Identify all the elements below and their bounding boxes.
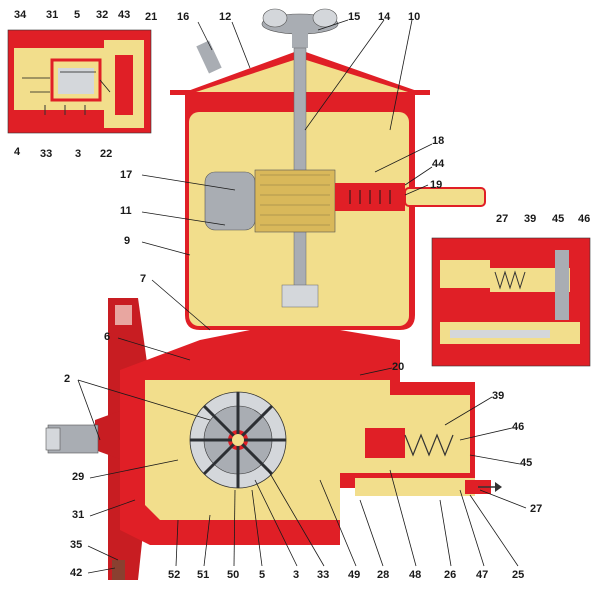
callout-26: 26 <box>444 569 456 581</box>
callout-45-inset: 45 <box>552 213 564 225</box>
inset-valve <box>431 237 591 367</box>
callout-11: 11 <box>120 205 132 217</box>
callout-49: 49 <box>348 569 360 581</box>
callout-7: 7 <box>140 273 146 285</box>
callout-33: 33 <box>40 148 52 160</box>
callout-17: 17 <box>120 169 132 181</box>
wing-nut <box>261 8 339 48</box>
callout-47: 47 <box>476 569 488 581</box>
callout-3: 3 <box>75 148 81 160</box>
callout-34: 34 <box>14 9 27 21</box>
callout-labels: 34 31 5 32 43 21 4 33 3 22 16 12 15 14 1… <box>14 9 590 581</box>
callout-16: 16 <box>177 11 189 23</box>
callout-14: 14 <box>378 11 391 23</box>
callout-5-main: 5 <box>259 569 265 581</box>
callout-44: 44 <box>432 158 445 170</box>
callout-46-inset: 46 <box>578 213 590 225</box>
callout-45: 45 <box>520 457 532 469</box>
callout-3-main: 3 <box>293 569 299 581</box>
callout-12: 12 <box>219 11 231 23</box>
callout-39-inset: 39 <box>524 213 536 225</box>
callout-19: 19 <box>430 179 442 191</box>
callout-10: 10 <box>408 11 420 23</box>
callout-15: 15 <box>348 11 360 23</box>
callout-9: 9 <box>124 235 130 247</box>
callout-35: 35 <box>70 539 82 551</box>
callout-20: 20 <box>392 361 404 373</box>
rotor <box>189 391 287 489</box>
callout-4: 4 <box>14 146 21 158</box>
callout-31-main: 31 <box>72 509 84 521</box>
callout-25: 25 <box>512 569 524 581</box>
callout-42: 42 <box>70 567 82 579</box>
callout-22: 22 <box>100 148 112 160</box>
callout-52: 52 <box>168 569 180 581</box>
callout-43: 43 <box>118 9 130 21</box>
callout-50: 50 <box>227 569 239 581</box>
callout-46: 46 <box>512 421 524 433</box>
callout-32: 32 <box>96 9 108 21</box>
callout-51: 51 <box>197 569 209 581</box>
callout-27: 27 <box>530 503 542 515</box>
callout-28: 28 <box>377 569 389 581</box>
callout-33-main: 33 <box>317 569 329 581</box>
callout-6: 6 <box>104 331 110 343</box>
callout-5: 5 <box>74 9 80 21</box>
reservoir-tank <box>170 8 486 330</box>
callout-2: 2 <box>64 373 70 385</box>
callout-48: 48 <box>409 569 421 581</box>
pump-body <box>120 330 502 545</box>
callout-18: 18 <box>432 135 444 147</box>
inset-top-left <box>7 29 152 134</box>
callout-27-inset: 27 <box>496 213 508 225</box>
filter-element <box>204 169 336 233</box>
callout-31: 31 <box>46 9 58 21</box>
callout-39: 39 <box>492 390 504 402</box>
callout-29: 29 <box>72 471 84 483</box>
callout-21: 21 <box>145 11 157 23</box>
leader-lines <box>77 19 527 574</box>
